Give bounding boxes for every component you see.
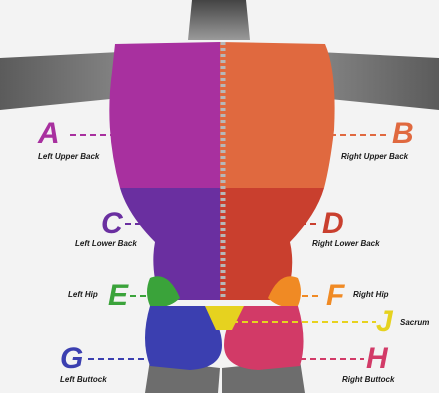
label-f-name: Right Hip (353, 290, 389, 299)
neck (188, 0, 250, 40)
label-g-name: Left Buttock (60, 375, 107, 384)
label-b-name: Right Upper Back (341, 152, 408, 161)
label-h-letter: H (366, 344, 388, 374)
label-f-letter: F (326, 281, 344, 311)
label-j-name: Sacrum (400, 318, 429, 327)
label-e-name: Left Hip (68, 290, 98, 299)
label-b-letter: B (392, 119, 414, 149)
label-c-name: Left Lower Back (75, 239, 137, 248)
label-g-letter: G (60, 344, 83, 374)
label-a-name: Left Upper Back (38, 152, 99, 161)
region-a-shape (109, 42, 220, 188)
region-b-shape (220, 42, 335, 188)
label-j-letter: J (376, 307, 393, 337)
label-d-letter: D (322, 209, 344, 239)
region-d-shape (220, 188, 324, 300)
label-a-letter: A (38, 119, 60, 149)
label-h-name: Right Buttock (342, 375, 394, 384)
label-e-letter: E (108, 281, 128, 311)
label-c-letter: C (101, 209, 123, 239)
label-d-name: Right Lower Back (312, 239, 380, 248)
